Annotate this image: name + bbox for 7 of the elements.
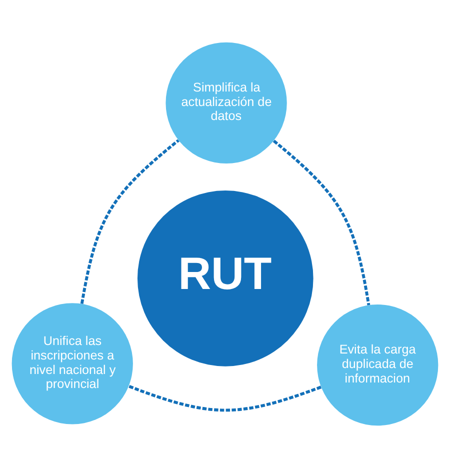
node-circle: Evita la carga duplicada de informacion [317, 304, 438, 426]
node-circle: Unifica las inscripciones a nivel nacional y provincial [12, 302, 133, 424]
node-circle: RUT [137, 190, 314, 366]
connector [272, 139, 370, 305]
node-circle: Simplifica la actualización de datos [166, 42, 287, 164]
connector [128, 384, 322, 412]
connector [80, 138, 180, 304]
